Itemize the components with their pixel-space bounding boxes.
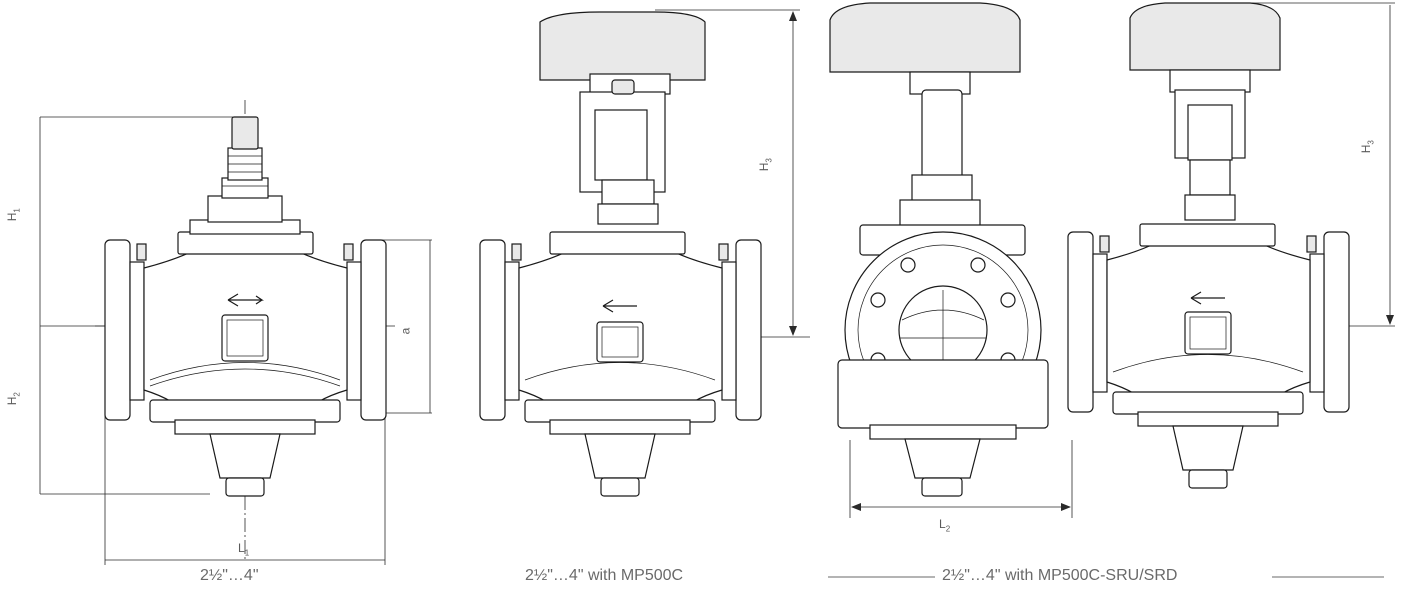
valve-view-bare [39, 100, 432, 565]
valve-view-mp500c [479, 9, 810, 497]
dimension-l2: L2 [939, 517, 951, 534]
valve-view-sru-side [829, 2, 1073, 518]
dimension-h3-view4: H3 [1358, 140, 1376, 154]
dimension-h1: H1 [4, 208, 22, 222]
caption-mp500c: 2½"…4" with MP500C [525, 567, 684, 584]
caption-bare-valve: 2½"…4" [200, 567, 259, 584]
valve-view-sru-front [1067, 2, 1395, 489]
dimension-h3-view2: H3 [756, 158, 774, 172]
dimension-a: a [398, 327, 413, 335]
caption-mp500c-sru-srd: 2½"…4" with MP500C-SRU/SRD [942, 567, 1178, 584]
dimension-h2: H2 [4, 392, 22, 406]
dimension-l1: L1 [238, 541, 250, 558]
